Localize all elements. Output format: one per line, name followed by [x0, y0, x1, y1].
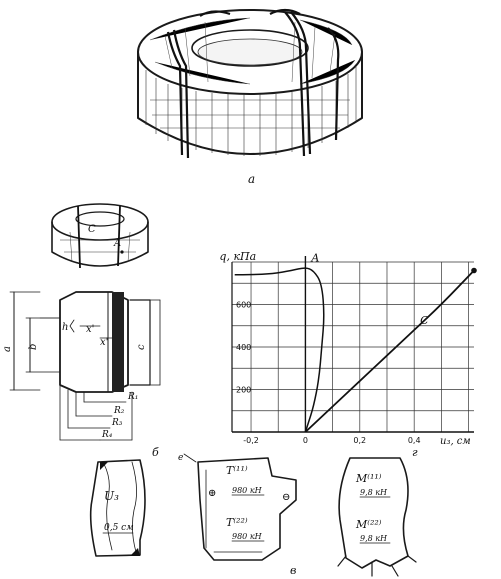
x-tick-label: 0,2	[353, 436, 366, 445]
contour-M-drawing	[337, 457, 417, 577]
contour-u3-label: U₃	[104, 489, 119, 503]
contour-M-bottom-value: 9,8 кН	[360, 534, 388, 543]
dim-x-label: x'	[86, 324, 94, 335]
radius-R3-label: R₃	[111, 418, 123, 428]
x-tick-label: -0,2	[243, 436, 259, 445]
series-label-C: C	[420, 314, 429, 327]
contour-T-top-label: T⁽¹¹⁾	[226, 464, 248, 477]
small-torus-drawing	[51, 203, 149, 269]
x-tick-label: 0	[303, 436, 308, 445]
contour-M-top-value: 9,8 кН	[360, 488, 388, 497]
panel-label-a: а	[248, 172, 255, 186]
y-tick-label: 600	[236, 301, 251, 310]
small-torus-label-C: C	[88, 224, 96, 235]
y-tick-label: 200	[236, 386, 251, 395]
dim-h-label: h	[62, 322, 68, 333]
radius-R4-label: R₄	[101, 430, 113, 440]
series-end-point-C	[471, 267, 477, 274]
small-panel-label-e: е	[178, 453, 183, 463]
series-line-C	[304, 269, 475, 433]
chart-grid	[232, 261, 474, 432]
dim-x-prime-label: x'	[100, 337, 108, 348]
chart-series: AC	[234, 251, 477, 433]
series-label-A: A	[310, 251, 319, 264]
y-tick-label: 400	[236, 343, 251, 352]
chart-y-axis-label: q, кПа	[219, 250, 256, 263]
dim-b-label: b	[28, 344, 39, 350]
contour-T-bottom-label: T⁽²²⁾	[226, 516, 248, 529]
chart-x-axis-label: u₃, см	[440, 436, 471, 447]
large-torus-drawing	[137, 8, 363, 159]
panel-label-v: в	[290, 564, 296, 577]
contour-T-top-value: 980 кН	[232, 486, 263, 495]
contour-T-drawing	[183, 453, 297, 561]
chart-axes	[231, 256, 474, 433]
small-torus-label-A: A	[113, 238, 121, 249]
chart-ticks: -0,2 0 0,2 0,4 200 400 600	[236, 301, 421, 446]
contour-T-bottom-value: 980 кН	[232, 532, 263, 541]
panel-label-b: б	[152, 446, 159, 459]
radius-R2-label: R₂	[113, 406, 125, 416]
dim-c-label: c	[136, 344, 147, 350]
x-tick-label: 0,4	[408, 436, 421, 445]
contour-T-sign-left: ⊕	[208, 488, 216, 499]
contour-u3-drawing	[89, 459, 146, 557]
cross-section-drawing	[9, 291, 161, 441]
series-line-A	[234, 267, 325, 433]
panel-label-g: г	[412, 446, 418, 459]
contour-M-bottom-label: M⁽²²⁾	[355, 518, 382, 531]
contour-u3-scale: 0,5 см	[104, 523, 134, 533]
contour-T-sign-right: ⊖	[282, 492, 290, 503]
radius-R1-label: R₁	[127, 392, 138, 402]
dim-a-label: a	[2, 346, 13, 352]
contour-M-top-label: M⁽¹¹⁾	[355, 472, 382, 485]
